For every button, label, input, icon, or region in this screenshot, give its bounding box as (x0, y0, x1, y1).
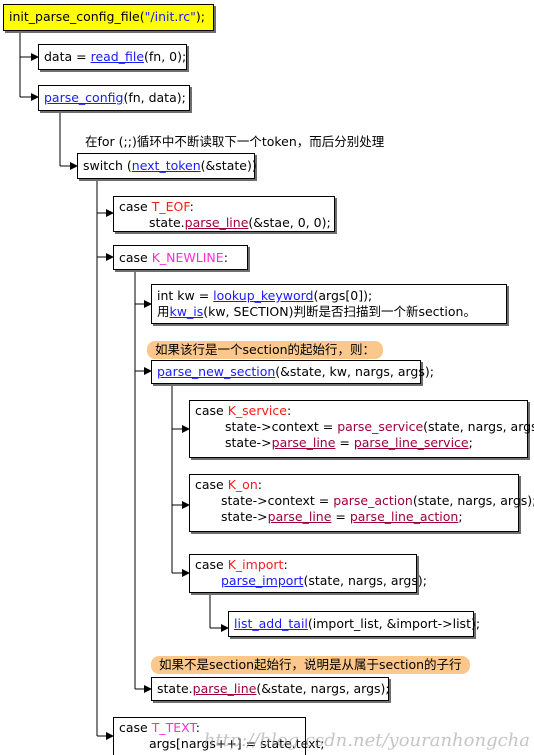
case-text-colon: : (195, 720, 200, 735)
parse-line-state: state. (157, 681, 193, 696)
parse-new-section-args: (&state, kw, nargs, args); (275, 364, 434, 379)
state-parse-line-fn: parse_line (192, 681, 257, 696)
on-semicolon: ; (458, 509, 463, 524)
case-text-assign: args[nargs++] = state.text; (149, 736, 325, 751)
case-newline-kw: case (119, 250, 152, 265)
case-eof-box: case T_EOF: state.parse_line(&stae, 0, 0… (113, 196, 335, 232)
parse-import-args: (state, nargs, args); (303, 573, 427, 588)
case-import-label: K_import (227, 557, 284, 572)
parse-action-fn: parse_action (333, 493, 413, 508)
case-eof-label: T_EOF (151, 199, 190, 214)
service-semicolon: ; (468, 435, 473, 450)
lookup-keyword-box: int kw = lookup_keyword(args[0]); 用kw_is… (151, 284, 507, 324)
read-file-args: (fn, 0); (144, 49, 187, 64)
service-parse-line-field: parse_line (271, 435, 336, 450)
on-context: state->context = (221, 493, 334, 508)
case-eof-kw: case (119, 199, 152, 214)
case-text-box: case T_TEXT: args[nargs++] = state.text; (113, 717, 325, 755)
switch-pre: switch ( (83, 158, 132, 173)
parse-config-box: parse_config(fn, data); (38, 85, 190, 111)
case-service-colon: : (286, 403, 292, 418)
list-add-tail-args: (import_list, &import->list); (307, 616, 481, 631)
case-eof-parse-line: parse_line (184, 215, 249, 230)
on-assign: = (331, 509, 350, 524)
parse-line-service-fn: parse_line_service (353, 435, 469, 450)
switch-box: switch (next_token(&state)) (77, 153, 257, 179)
case-import-kw: case (195, 557, 228, 572)
root-open: ( (139, 9, 145, 24)
case-service-label: K_service (227, 403, 287, 418)
parse-line-action-fn: parse_line_action (349, 509, 459, 524)
on-parse-line-field: parse_line (267, 509, 332, 524)
parse-config-args: (fn, data); (123, 90, 186, 105)
case-eof-args: (&stae, 0, 0); (248, 215, 331, 230)
sub-line-note: 如果不是section起始行，说明是从属于section的子行 (151, 656, 470, 674)
case-on-kw: case (195, 477, 228, 492)
list-add-tail-box: list_add_tail(import_list, &import->list… (228, 611, 480, 637)
switch-post: (&state)) (200, 158, 257, 173)
loop-note: 在for (;;)循环中不断读取下一个token，而后分别处理 (85, 134, 385, 149)
read-file-fn: read_file (90, 49, 145, 64)
read-file-lhs: data = (44, 49, 91, 64)
case-on-label: K_on (227, 477, 258, 492)
root-call: init_parse_config_file (9, 9, 140, 24)
next-token-fn: next_token (131, 158, 201, 173)
case-newline-label: K_NEWLINE (151, 250, 224, 265)
list-add-tail-fn: list_add_tail (234, 616, 308, 631)
root-close: ); (195, 9, 205, 24)
case-service-kw: case (195, 403, 228, 418)
kw-is-fn: kw_is (169, 304, 204, 319)
on-state: state-> (221, 509, 268, 524)
case-on-box: case K_on: state->context = parse_action… (189, 474, 534, 532)
parse-line-args: (&state, nargs, args); (256, 681, 390, 696)
lookup-keyword-args: (args[0]); (313, 288, 373, 303)
parse-new-section-box: parse_new_section(&state, kw, nargs, arg… (151, 360, 434, 384)
case-text-label: T_TEXT (151, 720, 196, 735)
section-start-note: 如果该行是一个section的起始行，则： (147, 341, 384, 359)
lookup-keyword-fn: lookup_keyword (213, 288, 314, 303)
service-assign: = (335, 435, 354, 450)
lookup-kw-decl: int kw = (157, 288, 214, 303)
case-on-colon: : (257, 477, 262, 492)
lookup-use: 用 (157, 304, 170, 319)
case-import-colon: : (283, 557, 288, 572)
case-newline-box: case K_NEWLINE: (113, 245, 248, 270)
case-eof-colon: : (189, 199, 194, 214)
case-eof-state: state. (149, 215, 185, 230)
parse-config-fn: parse_config (44, 90, 124, 105)
watermark: http://blog.csdn.net/youranhongcha (203, 730, 530, 751)
read-file-box: data = read_file(fn, 0); (38, 44, 187, 70)
case-text-kw: case (119, 720, 152, 735)
parse-new-section-fn: parse_new_section (157, 364, 276, 379)
service-context: state->context = (225, 419, 338, 434)
state-parse-line-box: state.parse_line(&state, nargs, args); (151, 677, 390, 701)
parse-service-args: (state, nargs, args); (423, 419, 534, 434)
parse-action-args: (state, nargs, args); (412, 493, 534, 508)
root-arg: "/init.rc" (144, 9, 196, 24)
parse-service-fn: parse_service (337, 419, 424, 434)
parse-import-fn: parse_import (221, 573, 304, 588)
kw-is-desc: (kw, SECTION)判断是否扫描到一个新section。 (203, 304, 476, 319)
root-call-box: init_parse_config_file("/init.rc"); (3, 4, 214, 31)
case-service-box: case K_service: state->context = parse_s… (189, 400, 534, 458)
case-import-box: case K_import: parse_import(state, nargs… (189, 554, 427, 593)
case-newline-colon: : (223, 250, 228, 265)
service-state: state-> (225, 435, 272, 450)
